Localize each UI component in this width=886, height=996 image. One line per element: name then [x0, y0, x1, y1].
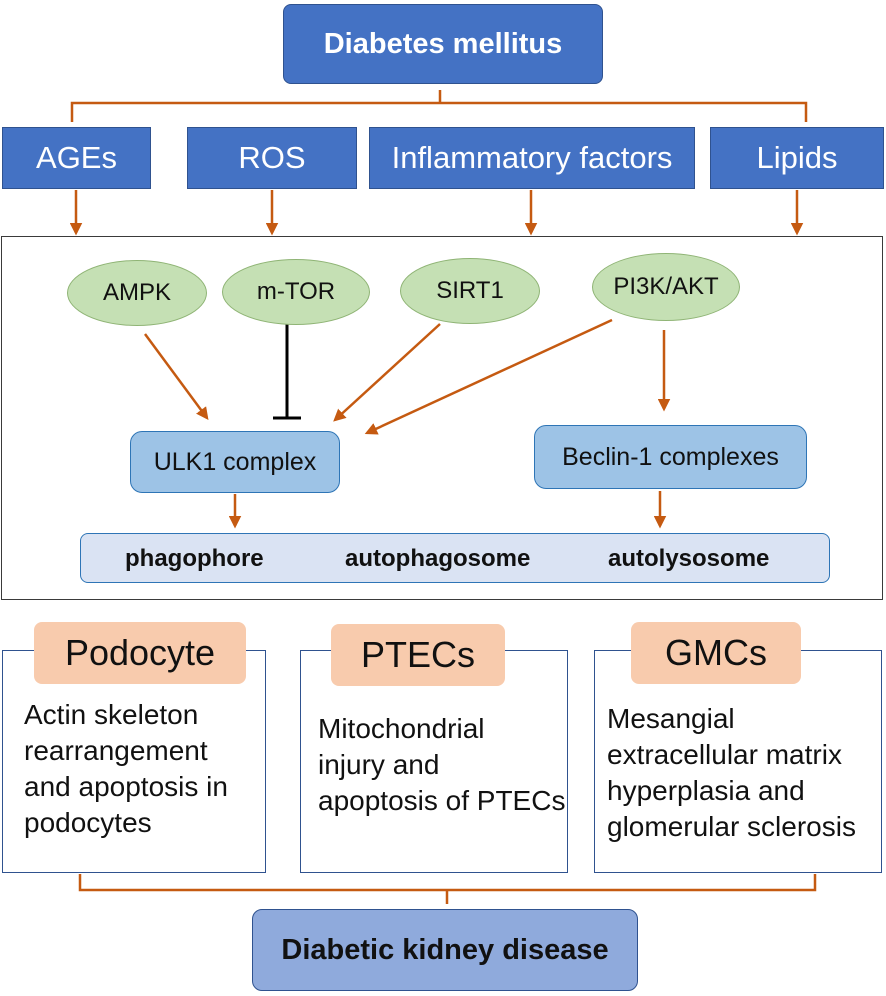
diabetes-mellitus-label: Diabetes mellitus: [323, 27, 563, 60]
stage-autophagosome: autophagosome: [345, 545, 531, 572]
factor-inflammatory-label: Inflammatory factors: [391, 140, 673, 175]
autophagy-frame: [1, 236, 883, 600]
gmcs-desc-line: glomerular sclerosis: [607, 811, 856, 842]
podocyte-desc-line: and apoptosis in: [24, 771, 228, 802]
arrow-sirt1-ulk1: [333, 323, 441, 422]
bottom-bracket: [78, 874, 817, 904]
factor-ages-label: AGEs: [36, 140, 117, 175]
gmcs-tag: GMCs: [631, 622, 801, 684]
ulk1-complex-label: ULK1 complex: [153, 447, 317, 476]
ulk1-complex-box: ULK1 complex: [130, 431, 340, 493]
podocyte-desc-line: podocytes: [24, 807, 152, 838]
ptecs-tag: PTECs: [331, 624, 505, 686]
factor-inflammatory-box: Inflammatory factors: [369, 127, 695, 189]
stage-phagophore: phagophore: [125, 545, 264, 572]
ptecs-desc-line: Mitochondrial: [318, 713, 485, 744]
podocyte-name: Podocyte: [64, 632, 216, 673]
top-bracket: [70, 90, 808, 122]
podocyte-desc-line: Actin skeleton: [24, 699, 199, 730]
stage-autolysosome: autolysosome: [608, 545, 770, 572]
podocyte-description: Actin skeleton rearrangement and apoptos…: [24, 697, 228, 841]
oval-pi3k-akt: PI3K/AKT: [592, 253, 740, 321]
oval-sirt1: SIRT1: [400, 258, 540, 324]
inhibit-mtor-ulk1: [273, 320, 301, 420]
gmcs-desc-line: extracellular matrix: [607, 739, 842, 770]
factor-ros-label: ROS: [238, 140, 306, 175]
ptecs-panel: [300, 650, 568, 873]
diabetes-mellitus-box: Diabetes mellitus: [283, 4, 603, 84]
podocyte-desc-line: rearrangement: [24, 735, 208, 766]
gmcs-desc-line: Mesangial: [607, 703, 735, 734]
diabetic-kidney-disease-label: Diabetic kidney disease: [281, 933, 609, 966]
ampk-label: AMPK: [102, 279, 171, 306]
ptecs-description: Mitochondrial injury and apoptosis of PT…: [318, 711, 565, 819]
ptecs-desc-line: injury and: [318, 749, 440, 780]
gmcs-desc-line: hyperplasia and: [607, 775, 805, 806]
gmcs-panel: [594, 650, 882, 873]
gmcs-description: Mesangial extracellular matrix hyperplas…: [607, 701, 856, 845]
pi3k-akt-label: PI3K/AKT: [613, 273, 719, 300]
factor-ros-box: ROS: [187, 127, 357, 189]
autophagy-pathway-bar: [80, 533, 830, 583]
ptecs-name: PTECs: [360, 634, 475, 675]
factor-ages-box: AGEs: [2, 127, 151, 189]
beclin1-complexes-label: Beclin-1 complexes: [562, 442, 779, 471]
mtor-label: m-TOR: [256, 278, 336, 305]
factor-lipids-label: Lipids: [756, 140, 838, 175]
ptecs-desc-line: apoptosis of PTECs: [318, 785, 566, 816]
beclin1-complexes-box: Beclin-1 complexes: [534, 425, 807, 489]
sirt1-label: SIRT1: [436, 277, 504, 304]
gmcs-name: GMCs: [665, 632, 767, 673]
oval-mtor: m-TOR: [222, 259, 370, 325]
arrow-ampk-ulk1: [143, 333, 209, 421]
oval-ampk: AMPK: [67, 260, 207, 326]
factor-lipids-box: Lipids: [710, 127, 884, 189]
arrow-pi3k-ulk1: [364, 318, 613, 435]
diabetic-kidney-disease-box: Diabetic kidney disease: [252, 909, 638, 991]
podocyte-tag: Podocyte: [34, 622, 246, 684]
